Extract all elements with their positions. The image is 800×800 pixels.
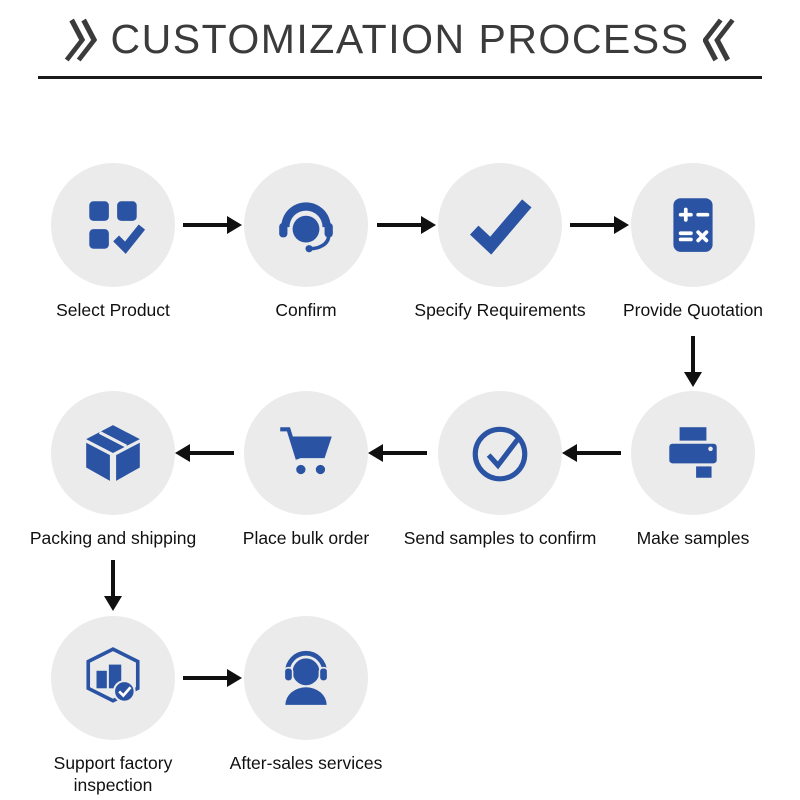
arrow-right-icon bbox=[183, 223, 227, 227]
step-circle bbox=[438, 391, 562, 515]
left-double-chevron-icon bbox=[64, 18, 97, 61]
calculator-icon bbox=[673, 198, 713, 252]
step-confirm: Confirm bbox=[201, 163, 411, 322]
step-packing-shipping: Packing and shipping bbox=[8, 391, 218, 550]
step-label: Confirm bbox=[275, 300, 337, 320]
product-grid-check-icon bbox=[89, 201, 146, 254]
step-label: Send samples to confirm bbox=[403, 528, 597, 548]
arrow-left-icon bbox=[577, 451, 621, 455]
arrow-right-icon bbox=[377, 223, 421, 227]
title-row: CUSTOMIZATION PROCESS bbox=[0, 16, 800, 63]
arrow-down-icon bbox=[111, 560, 115, 596]
step-label: Packing and shipping bbox=[29, 528, 197, 548]
step-circle bbox=[438, 163, 562, 287]
step-circle bbox=[244, 616, 368, 740]
step-provide-quotation: Provide Quotation bbox=[588, 163, 798, 322]
step-select-product: Select Product bbox=[8, 163, 218, 322]
circle-check-icon bbox=[472, 426, 528, 482]
step-circle bbox=[51, 616, 175, 740]
factory-inspection-icon bbox=[86, 647, 140, 703]
checkmark-icon bbox=[469, 199, 532, 255]
arrow-right-icon bbox=[570, 223, 614, 227]
right-double-chevron-icon bbox=[703, 18, 736, 61]
step-label: Provide Quotation bbox=[622, 300, 764, 320]
step-circle bbox=[244, 163, 368, 287]
step-label: Place bulk order bbox=[242, 528, 370, 548]
step-label: Specify Requirements bbox=[414, 300, 586, 320]
step-circle bbox=[631, 391, 755, 515]
step-label: After-sales services bbox=[229, 753, 383, 773]
step-circle bbox=[631, 163, 755, 287]
step-circle bbox=[244, 391, 368, 515]
page-title: CUSTOMIZATION PROCESS bbox=[110, 16, 690, 62]
customer-service-icon bbox=[279, 202, 333, 253]
step-label: Support factory inspection bbox=[53, 753, 173, 795]
step-place-bulk-order: Place bulk order bbox=[201, 391, 411, 550]
step-label: Make samples bbox=[636, 528, 750, 548]
shopping-cart-icon bbox=[280, 427, 332, 475]
arrow-right-icon bbox=[183, 676, 227, 680]
arrow-down-icon bbox=[691, 336, 695, 372]
arrow-left-icon bbox=[190, 451, 234, 455]
step-factory-inspection: Support factory inspection bbox=[8, 616, 218, 797]
title-underline bbox=[38, 76, 762, 79]
step-circle bbox=[51, 391, 175, 515]
step-send-samples: Send samples to confirm bbox=[395, 391, 605, 550]
package-box-icon bbox=[86, 425, 140, 481]
step-circle bbox=[51, 163, 175, 287]
step-label: Select Product bbox=[56, 300, 170, 320]
step-after-sales: After-sales services bbox=[201, 616, 411, 775]
printer-icon bbox=[669, 427, 717, 478]
step-specify-requirements: Specify Requirements bbox=[395, 163, 605, 322]
step-make-samples: Make samples bbox=[588, 391, 798, 550]
headset-agent-icon bbox=[283, 651, 329, 705]
arrow-left-icon bbox=[383, 451, 427, 455]
